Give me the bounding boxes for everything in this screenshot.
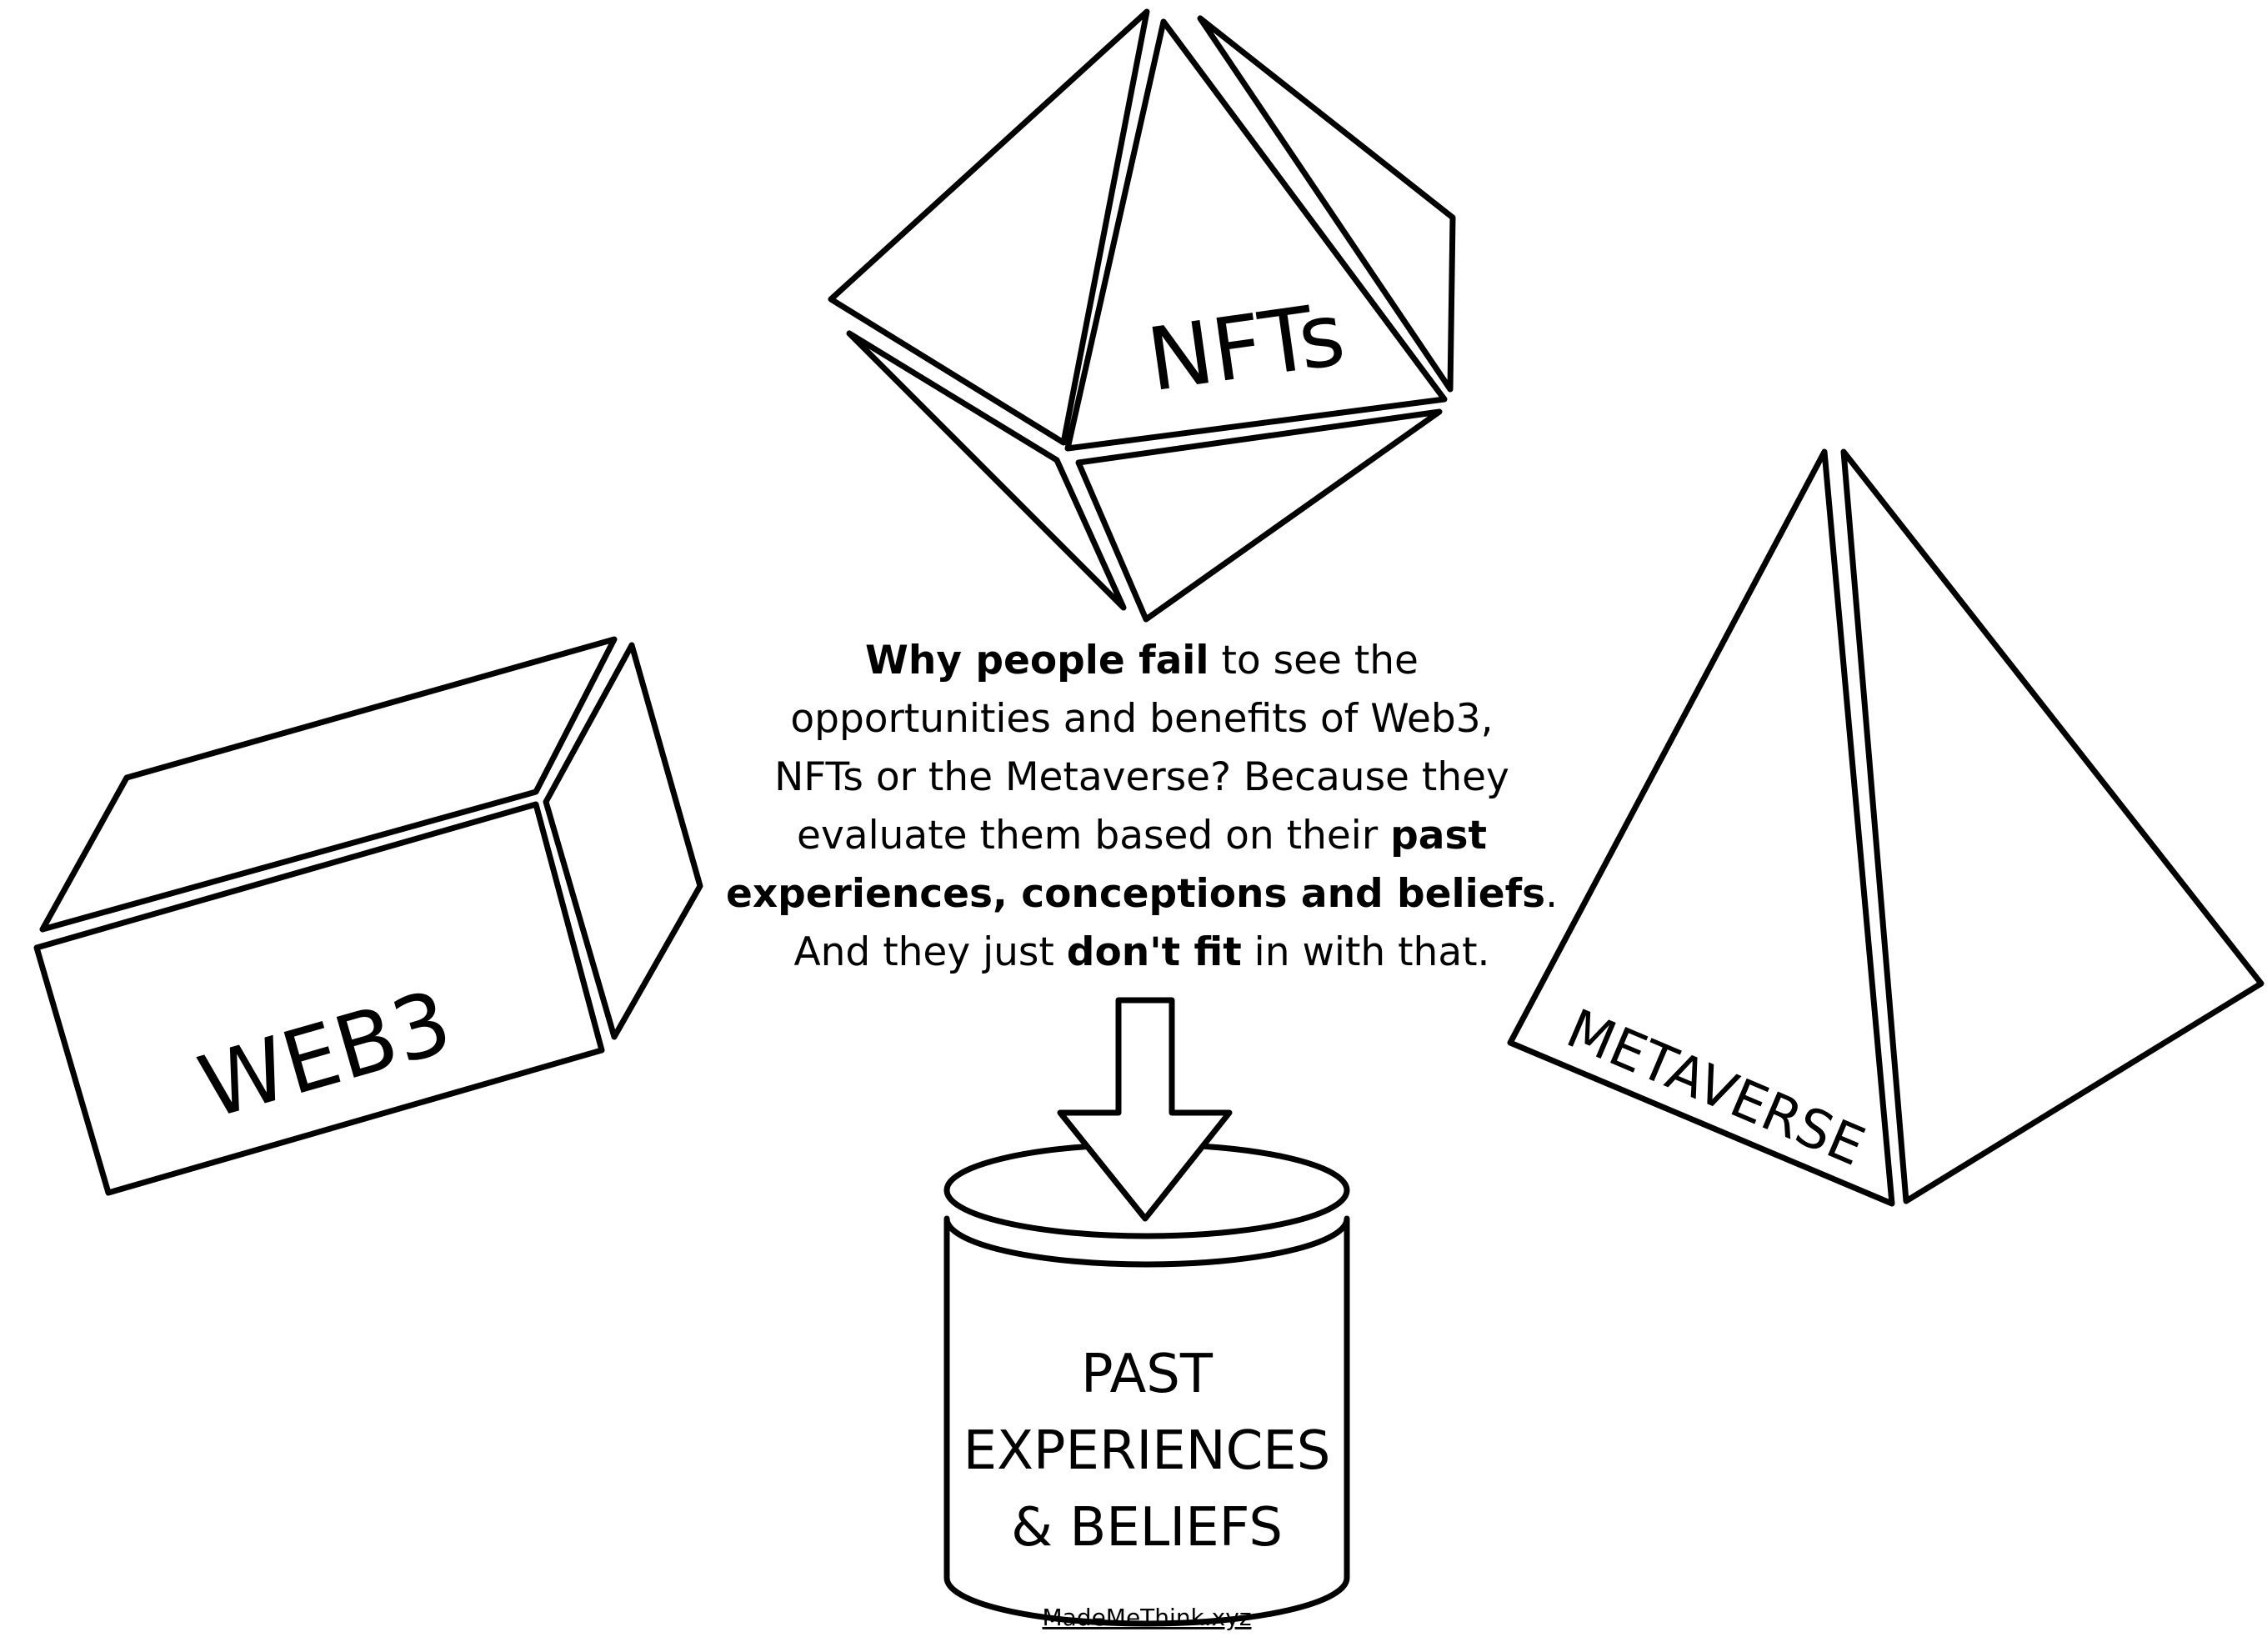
- caption-text: opportunities and benefits of Web3,: [790, 696, 1494, 742]
- metaverse-face-right: [1840, 448, 2264, 1204]
- cylinder-body: [943, 1215, 1350, 1627]
- caption-emphasis: Why people fail: [865, 638, 1209, 683]
- caption-text: to see the: [1209, 638, 1419, 683]
- cylinder-label-line-2: EXPERIENCES: [963, 1420, 1331, 1482]
- nfts-face-upper-middle: [1064, 18, 1448, 452]
- metaverse-pyramid: METAVERSE: [1507, 448, 2264, 1207]
- caption-line: opportunities and benefits of Web3,: [725, 690, 1559, 748]
- caption-line: NFTs or the Metaverse? Because they: [725, 748, 1559, 807]
- nfts-face-upper-left: [828, 8, 1150, 446]
- caption-line: experiences, conceptions and beliefs.: [725, 865, 1559, 924]
- web3-box: WEB3: [33, 636, 703, 1196]
- web3-face-right: [543, 642, 703, 1040]
- caption-line: evaluate them based on their past: [725, 807, 1559, 865]
- nfts-face-lower-left: [846, 330, 1127, 611]
- caption-emphasis: don't fit: [1066, 929, 1242, 975]
- caption-text: in with that.: [1241, 929, 1490, 975]
- caption-line: And they just don't fit in with that.: [725, 924, 1559, 982]
- caption-text: evaluate them based on their: [797, 813, 1391, 859]
- down-arrow: [1057, 997, 1233, 1222]
- nfts-face-lower-right: [1075, 408, 1443, 623]
- caption-emphasis: experiences, conceptions and beliefs: [725, 871, 1546, 917]
- web3-face-top: [39, 636, 618, 933]
- web3-face-front: [33, 801, 605, 1196]
- caption-text: And they just: [793, 929, 1067, 975]
- caption-line: Why people fail to see the: [725, 632, 1559, 690]
- caption-text: NFTs or the Metaverse? Because they: [774, 754, 1509, 800]
- caption-emphasis: past: [1390, 813, 1487, 859]
- metaverse-face-left: [1507, 448, 1895, 1207]
- nfts-octahedron: NFTs: [828, 8, 1456, 623]
- nfts-face-upper-right: [1197, 15, 1456, 393]
- cylinder-label-line-3: & BELIEFS: [1011, 1497, 1283, 1559]
- caption-text: .: [1545, 871, 1559, 917]
- caption-paragraph: Why people fail to see the opportunities …: [725, 632, 1559, 982]
- watermark-text: MadeMeThink.xyz: [1042, 1604, 1251, 1631]
- cylinder-label-line-1: PAST: [1081, 1344, 1214, 1405]
